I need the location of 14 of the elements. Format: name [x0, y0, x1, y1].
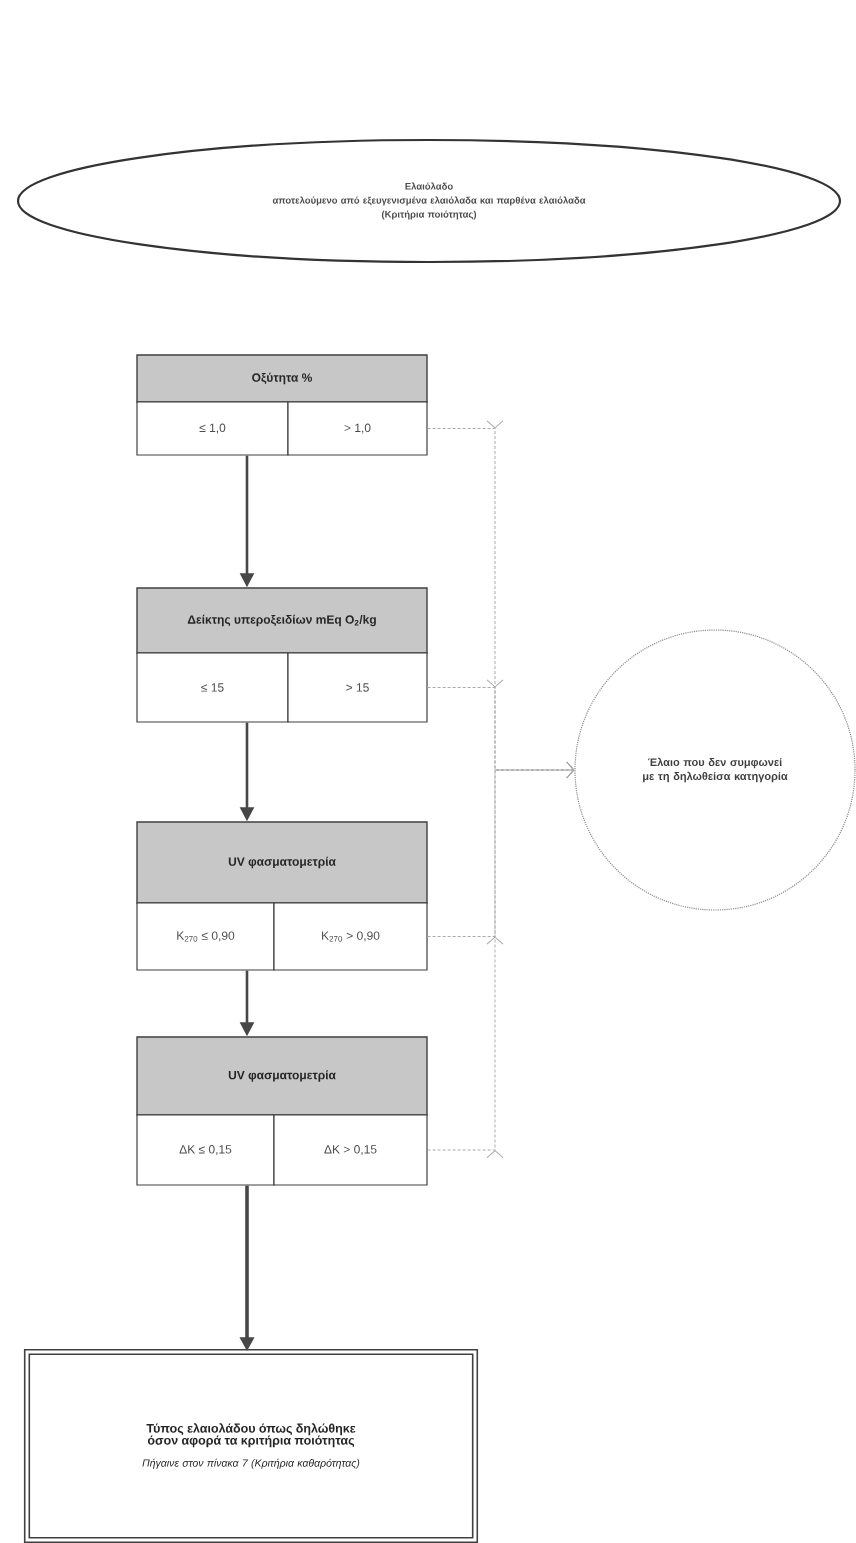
condition-cell: ΔK > 0,15 [273, 1114, 428, 1186]
condition-cell: > 1,0 [287, 401, 428, 456]
condition-cell: K$_{270}$ > 0,90 [273, 902, 428, 971]
result-box: Τύπος ελαιολάδου όπως δηλώθηκε όσον αφορά τα κριτήρια ποιότητας Πήγαινε στον πίνακα 7 (Κριτήρια καθαρότητας) [23, 1348, 479, 1543]
test-header-box: UV φασματομετρία [136, 1036, 428, 1116]
condition-cell: ≤ 1,0 [136, 401, 289, 456]
test-header-box: Δείκτης υπεροξειδίων mEq O$_{2}$/kg [136, 587, 428, 654]
test-header-box: UV φασματομετρία [136, 821, 428, 904]
test-header-box: Οξύτητα % [136, 354, 428, 403]
dashed-arrow [427, 761, 575, 1159]
condition-cell: ΔK ≤ 0,15 [136, 1114, 275, 1186]
condition-cell: > 15 [287, 652, 428, 723]
condition-cell: ≤ 15 [136, 652, 289, 723]
condition-cell: K$_{270}$ ≤ 0,90 [136, 902, 275, 971]
